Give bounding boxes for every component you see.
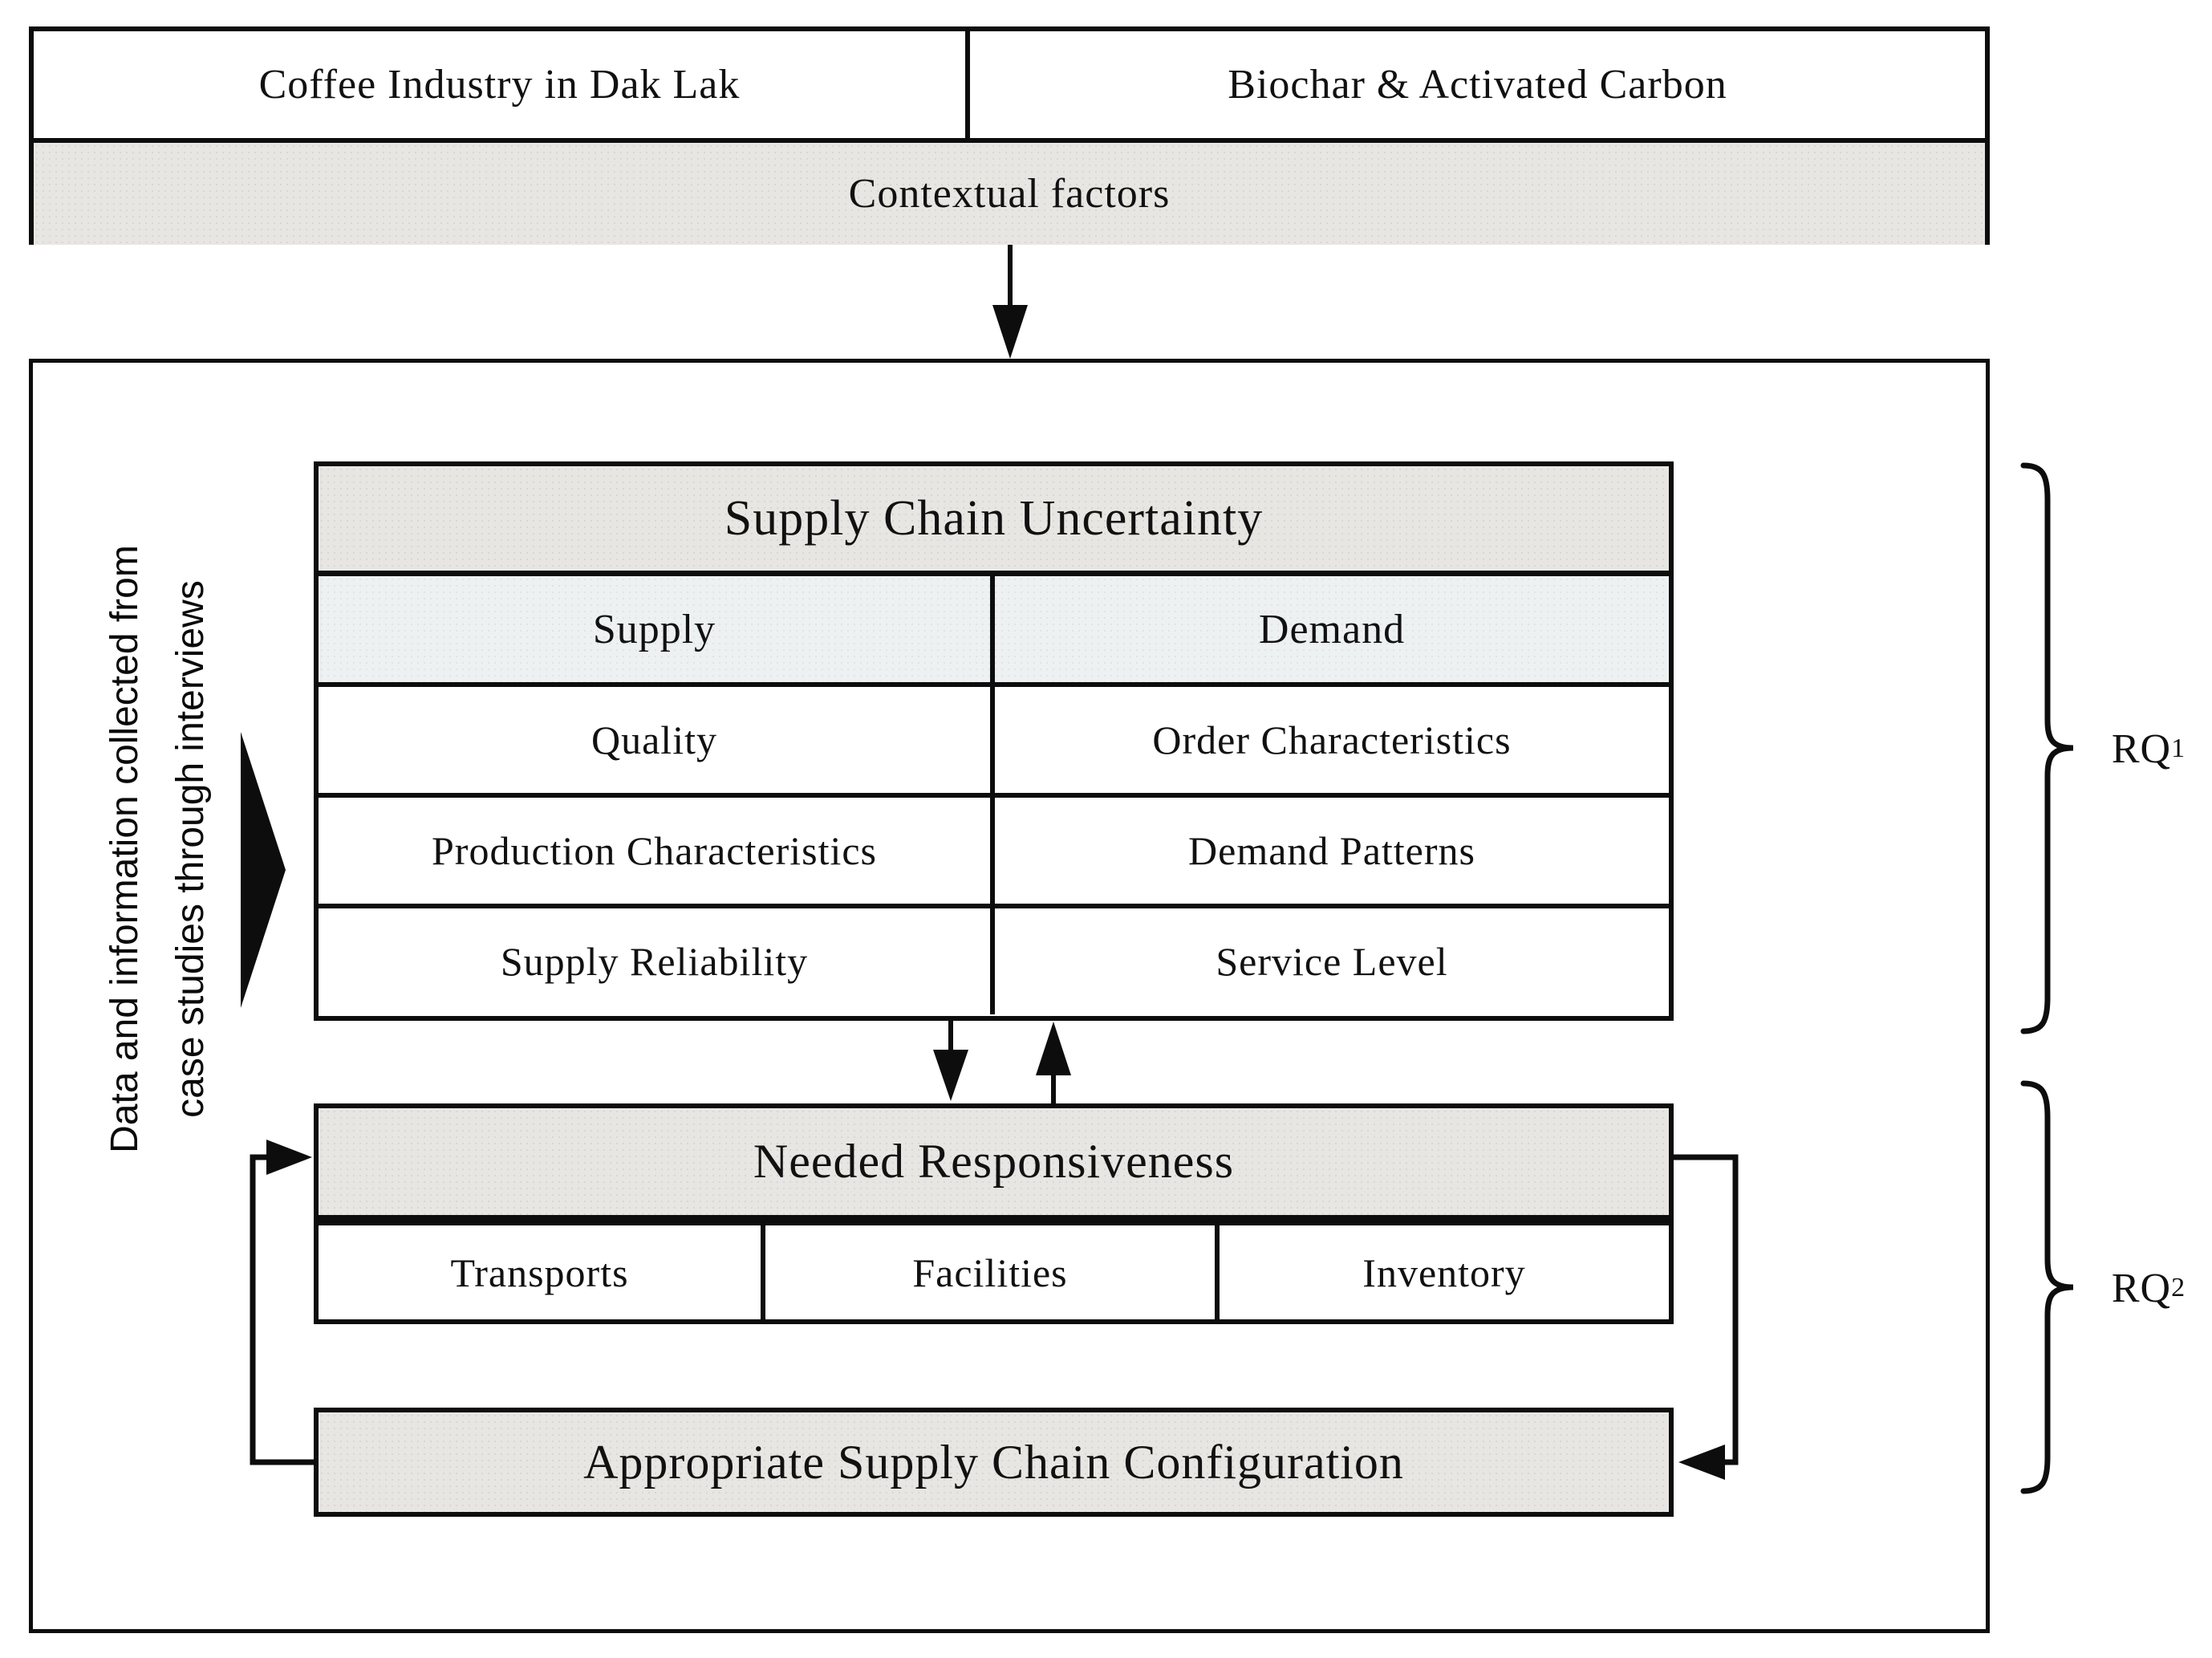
demand-column-header: Demand <box>1258 606 1406 652</box>
uncertainty-row-3: Supply Reliability Service Level <box>319 904 1669 1014</box>
configuration-bar: Appropriate Supply Chain Configuration <box>314 1408 1674 1517</box>
coffee-industry-cell: Coffee Industry in Dak Lak <box>34 31 970 138</box>
cell-service-level: Service Level <box>1216 939 1448 984</box>
contextual-factors-bar: Contextual factors <box>34 143 1985 245</box>
main-frame <box>29 359 1990 1633</box>
side-annotation-line2: case studies through interviews <box>169 580 212 1118</box>
cell-production-characteristics: Production Characteristics <box>319 798 995 904</box>
rq1-brace-icon <box>2020 462 2074 1034</box>
uncertainty-row-2: Production Characteristics Demand Patter… <box>319 793 1669 904</box>
cell-supply-reliability: Supply Reliability <box>319 908 995 1014</box>
cell-inventory: Inventory <box>1220 1225 1669 1319</box>
context-top-row: Coffee Industry in Dak Lak Biochar & Act… <box>34 31 1985 143</box>
biochar-cell: Biochar & Activated Carbon <box>1228 62 1727 108</box>
cell-transports: Transports <box>319 1225 765 1319</box>
down-arrow-top-icon <box>992 245 1028 359</box>
cell-demand-patterns: Demand Patterns <box>1188 828 1475 873</box>
cell-order-characteristics: Order Characteristics <box>1152 717 1512 762</box>
uncertainty-table-title: Supply Chain Uncertainty <box>319 466 1669 576</box>
uncertainty-table: Supply Chain Uncertainty Supply Demand Q… <box>314 461 1674 1021</box>
side-annotation-line1: Data and information collected from <box>103 545 146 1153</box>
side-annotation: Data and information collected from case… <box>92 432 229 1266</box>
uncertainty-row-1: Quality Order Characteristics <box>319 682 1669 793</box>
rq2-brace-icon <box>2020 1080 2074 1494</box>
supply-column-header: Supply <box>319 576 995 682</box>
cell-quality: Quality <box>319 687 995 793</box>
responsiveness-title: Needed Responsiveness <box>319 1108 1669 1225</box>
responsiveness-cells-row: Transports Facilities Inventory <box>319 1225 1669 1319</box>
cell-facilities: Facilities <box>765 1225 1220 1319</box>
uncertainty-colheader-row: Supply Demand <box>319 576 1669 682</box>
context-section: Coffee Industry in Dak Lak Biochar & Act… <box>29 26 1990 245</box>
responsiveness-box: Needed Responsiveness Transports Facilit… <box>314 1103 1674 1324</box>
